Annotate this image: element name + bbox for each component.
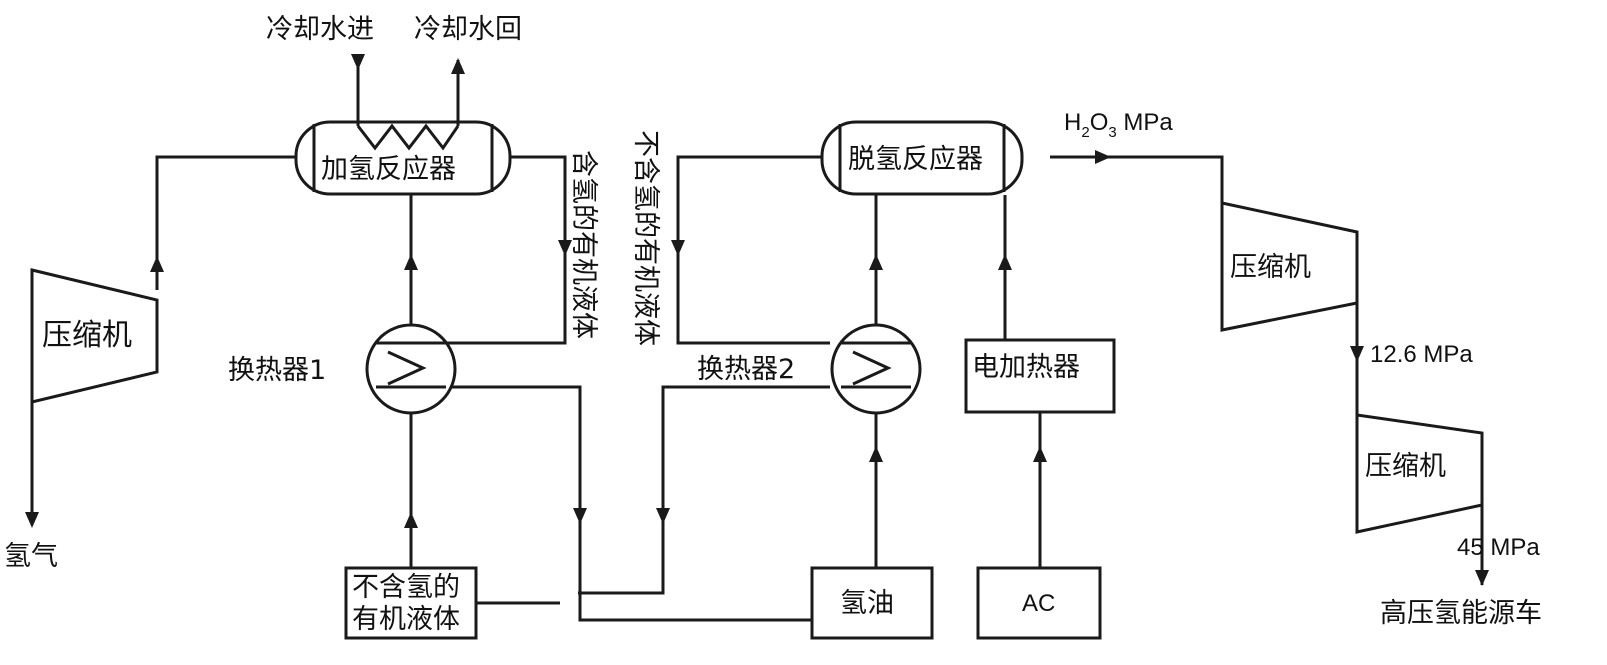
arrow-heater-up [998,254,1012,270]
arrow-hx2-up [869,254,883,270]
arrow-hx1-outlet-down [573,508,587,524]
arrow-liquid-box-up [404,512,418,528]
cooling-out-label: 冷却水回 [414,14,522,45]
pipe-hx2-to-liquid-line [578,385,830,595]
compressor-right-bottom-label: 压缩机 [1365,451,1446,482]
arrow-vehicle-down [1475,570,1489,586]
arrow-cooling-in [351,54,365,70]
ac-label: AC [1022,590,1055,617]
hydrogenation-reactor [294,120,512,196]
hydro-liquid-vertical-label: 含氢的有机液体 [568,150,599,339]
pressure-h2-label: H2O3 MPa [1064,109,1173,141]
compressor-right-bottom [1355,413,1484,534]
electric-heater-box [964,338,1116,414]
compressor-right-top-label: 压缩机 [1230,252,1311,283]
hydro-reactor-label: 加氢反应器 [321,154,456,185]
arrow-hydrogen-down [25,512,39,528]
cooling-in-label: 冷却水进 [266,14,374,45]
compressor-left [30,268,159,404]
arrow-ac-up [1033,446,1047,462]
pipe-hx1-to-oil [446,385,812,622]
arrow-hx2-outlet-down [656,508,670,524]
hydro-oil-label: 氢油 [840,588,894,619]
flow-arrows [25,54,1489,586]
pipe-dehydro-to-compressor [1050,155,1224,205]
ac-box [976,566,1102,640]
unhydrogenated-liquid-box [344,566,478,640]
piping [30,60,1484,622]
unhydro-liquid-box-label-line1: 不含氢的 [352,572,460,603]
arrow-unhydro-down [671,240,685,256]
hydro-oil-box [810,566,934,640]
arrow-mid-pressure-down [1350,346,1364,362]
arrow-hydro-liquid-down [558,240,572,256]
arrow-hx1-up [404,254,418,270]
pressure-mid-label: 12.6 MPa [1370,341,1473,368]
arrow-oil-up [869,446,883,462]
arrow-compressor-up [150,256,164,272]
electric-heater-label: 电加热器 [972,352,1080,383]
heat-exchanger-2 [830,323,922,415]
compressor-right-top [1220,201,1359,332]
arrow-dehydro-outlet-right [1095,150,1111,164]
dehydrogenation-reactor [820,120,1024,196]
vehicle-label: 高压氢能源车 [1380,598,1542,629]
unhydro-liquid-vertical-label: 不含氢的有机液体 [630,130,661,346]
arrow-cooling-out [451,58,465,74]
hx1-label: 换热器1 [228,355,326,386]
pipe-dehydro-to-hx2 [676,155,833,345]
unhydro-liquid-box-label-line2: 有机液体 [352,604,460,635]
dehydro-reactor-label: 脱氢反应器 [848,144,983,175]
hx2-label: 换热器2 [697,354,795,385]
pressure-high-label: 45 MPa [1457,534,1540,561]
heat-exchanger-1 [365,323,457,415]
compressor-left-label: 压缩机 [42,318,132,353]
hydrogen-label: 氢气 [4,541,58,572]
pipe-compressor-to-hydro-reactor [155,155,300,290]
